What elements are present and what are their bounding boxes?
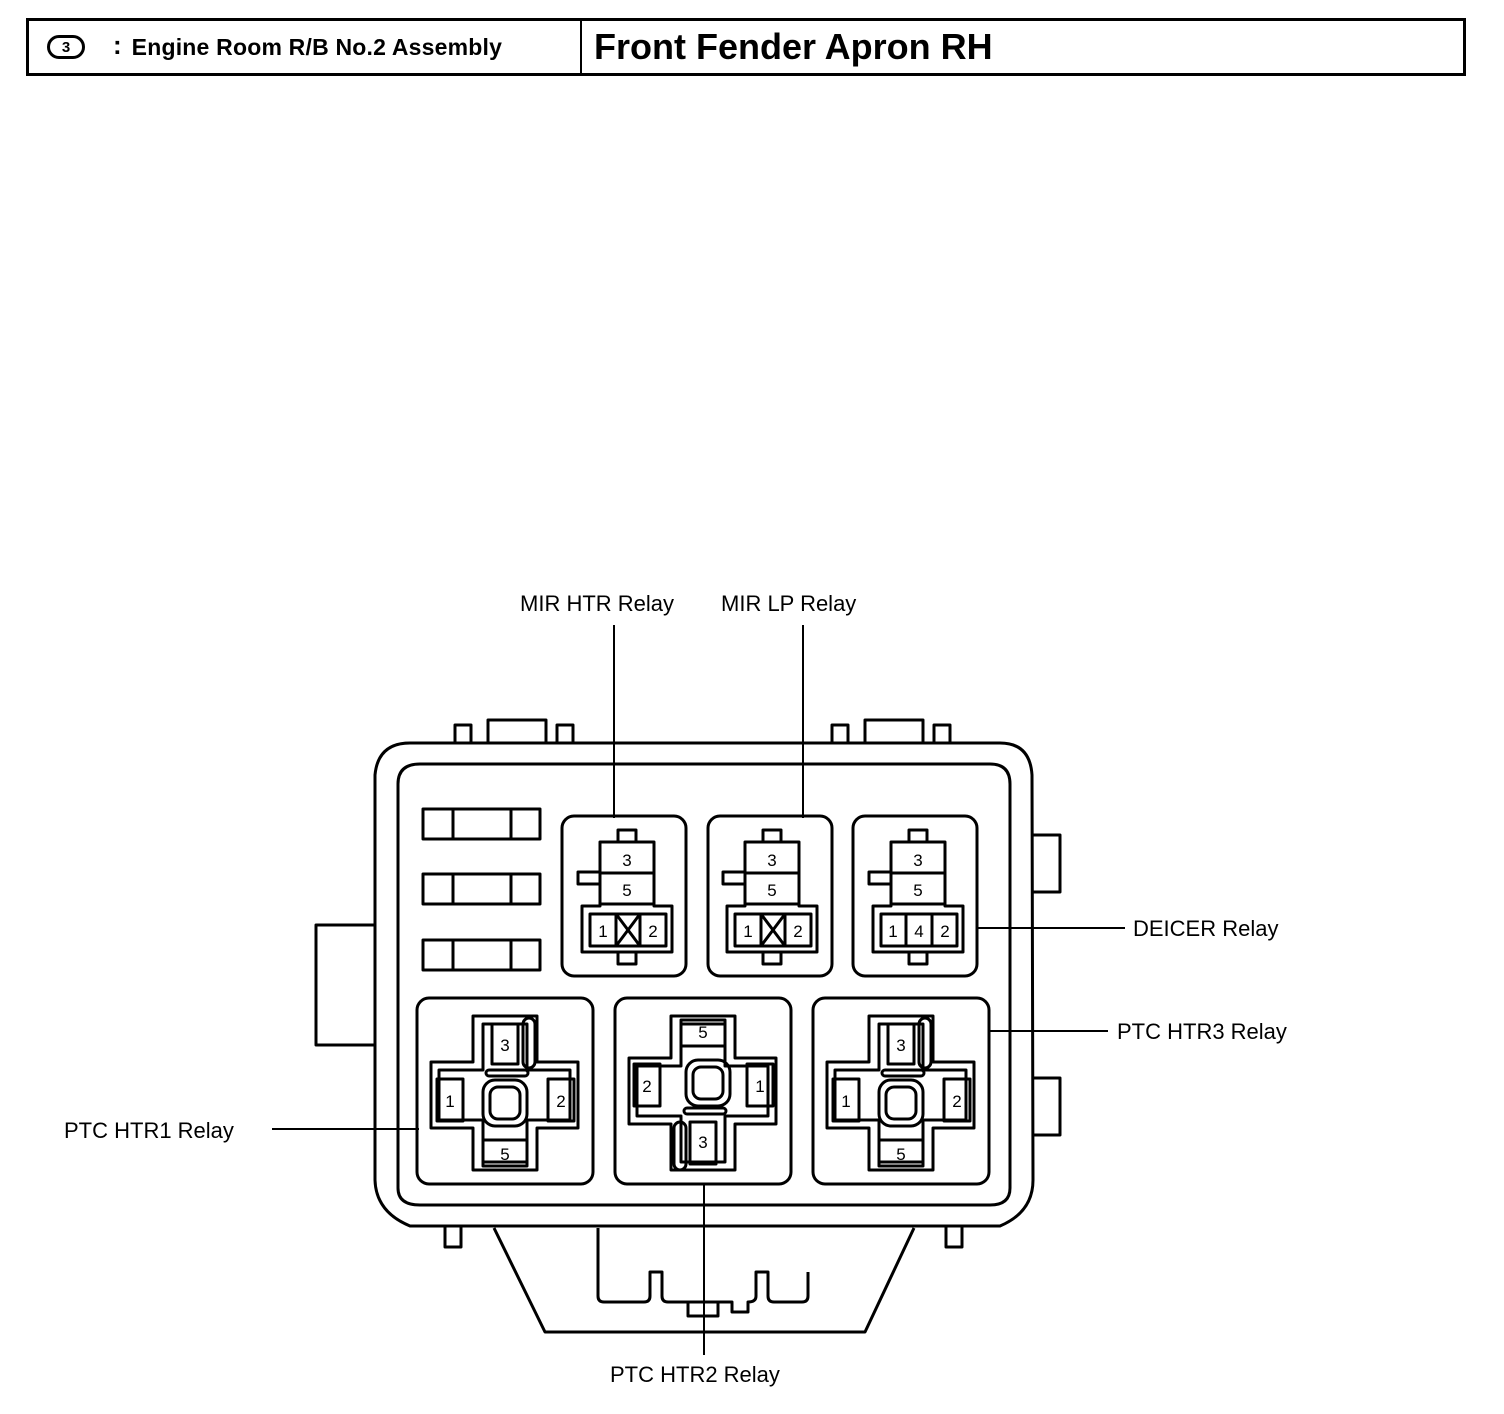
mir-lp-pin-3: 3 [767, 851, 776, 870]
ptc-htr2-relay-socket: 5 2 1 3 [613, 996, 793, 1186]
deicer-relay-socket: 3 5 1 4 2 [851, 814, 979, 978]
mir-htr-pin-2: 2 [648, 922, 657, 941]
ptc-htr1-relay-socket: 3 1 2 5 [415, 996, 595, 1186]
ptc-htr2-pin-3: 3 [698, 1133, 707, 1152]
ptc-htr2-pin-1: 1 [755, 1077, 764, 1096]
label-deicer-relay: DEICER Relay [1133, 916, 1278, 941]
deicer-pin-2: 2 [940, 922, 949, 941]
mir-htr-pin-1: 1 [598, 922, 607, 941]
assembly-name: Engine Room R/B No.2 Assembly [131, 33, 503, 60]
fuse-column [421, 807, 542, 972]
ptc-htr3-pin-1: 1 [841, 1092, 850, 1111]
header-left-cell: 3 : Engine Room R/B No.2 Assembly [29, 21, 582, 73]
deicer-pin-3: 3 [913, 851, 922, 870]
leader-lines [272, 625, 1125, 1355]
ptc-htr2-pin-5: 5 [698, 1023, 707, 1042]
mir-htr-pin-3: 3 [622, 851, 631, 870]
ptc-htr3-pin-3: 3 [896, 1036, 905, 1055]
fuse-3 [421, 938, 542, 972]
location-badge: 3 [47, 35, 85, 59]
ptc-htr3-relay-socket: 3 1 2 5 [811, 996, 991, 1186]
mir-lp-relay-socket: 3 5 1 2 [706, 814, 834, 978]
fuse-1 [421, 807, 542, 841]
ptc-htr1-pin-5: 5 [500, 1145, 509, 1164]
deicer-pin-5: 5 [913, 881, 922, 900]
mir-lp-pin-2: 2 [793, 922, 802, 941]
ptc-htr3-pin-2: 2 [952, 1092, 961, 1111]
deicer-pin-4: 4 [914, 922, 923, 941]
fuse-2 [421, 872, 542, 906]
ptc-htr1-pin-3: 3 [500, 1036, 509, 1055]
mir-lp-pin-1: 1 [743, 922, 752, 941]
label-mir-lp-relay: MIR LP Relay [721, 591, 856, 616]
label-ptc-htr3-relay: PTC HTR3 Relay [1117, 1019, 1287, 1044]
mir-htr-pin-5: 5 [622, 881, 631, 900]
label-ptc-htr1-relay: PTC HTR1 Relay [64, 1118, 234, 1143]
header-bar: 3 : Engine Room R/B No.2 Assembly Front … [26, 18, 1466, 76]
ptc-htr3-pin-5: 5 [896, 1145, 905, 1164]
deicer-pin-1: 1 [888, 922, 897, 941]
ptc-htr1-pin-2: 2 [556, 1092, 565, 1111]
location-title: Front Fender Apron RH [594, 26, 993, 67]
mir-lp-pin-5: 5 [767, 881, 776, 900]
ptc-htr1-pin-1: 1 [445, 1092, 454, 1111]
mir-htr-relay-socket: 3 5 1 2 [560, 814, 688, 978]
header-colon: : [113, 29, 122, 60]
label-mir-htr-relay: MIR HTR Relay [520, 591, 674, 616]
label-ptc-htr2-relay: PTC HTR2 Relay [610, 1362, 780, 1387]
ptc-htr2-pin-2: 2 [642, 1077, 651, 1096]
